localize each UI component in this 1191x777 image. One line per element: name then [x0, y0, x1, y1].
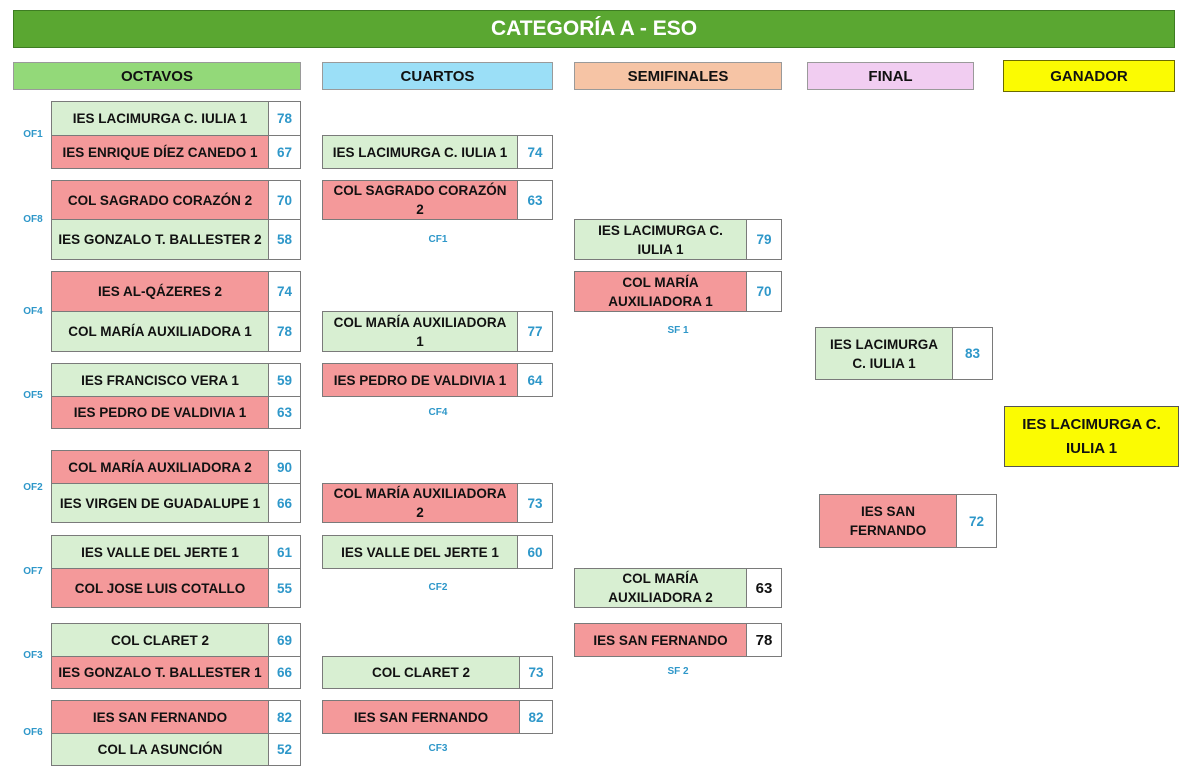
of3-team1: COL CLARET 2 — [51, 623, 269, 657]
of5-score2: 63 — [268, 396, 301, 429]
page-title: CATEGORÍA A - ESO — [13, 10, 1175, 48]
of6-score1: 82 — [268, 700, 301, 734]
cf2-team2: IES VALLE DEL JERTE 1 — [322, 535, 518, 569]
of2-score2: 66 — [268, 483, 301, 523]
sf2-label: SF 2 — [667, 666, 689, 677]
of4-label: OF4 — [23, 306, 43, 317]
final-score1: 83 — [952, 327, 993, 380]
header-semifinales: SEMIFINALES — [574, 62, 782, 90]
of6-score2: 52 — [268, 733, 301, 766]
of6-label: OF6 — [23, 727, 43, 738]
of4-score2: 78 — [268, 311, 301, 352]
of4-score1: 74 — [268, 271, 301, 312]
of4-team1: IES AL-QÁZERES 2 — [51, 271, 269, 312]
header-octavos: OCTAVOS — [13, 62, 301, 90]
of1-team2: IES ENRIQUE DÍEZ CANEDO 1 — [51, 135, 269, 169]
cf4-team1: COL MARÍA AUXILIADORA 1 — [322, 311, 518, 352]
cf1-score1: 74 — [517, 135, 553, 169]
cf1-team1: IES LACIMURGA C. IULIA 1 — [322, 135, 518, 169]
of2-label: OF2 — [23, 482, 43, 493]
of7-score1: 61 — [268, 535, 301, 569]
of8-score1: 70 — [268, 180, 301, 220]
of5-score1: 59 — [268, 363, 301, 397]
sf1-team1: IES LACIMURGA C. IULIA 1 — [574, 219, 747, 260]
final-score2: 72 — [956, 494, 997, 548]
cf3-score1: 73 — [519, 656, 553, 689]
cf3-team2: IES SAN FERNANDO — [322, 700, 520, 734]
of8-team2: IES GONZALO T. BALLESTER 2 — [51, 219, 269, 260]
sf2-score2: 78 — [746, 623, 782, 657]
of1-score1: 78 — [268, 101, 301, 136]
of5-team1: IES FRANCISCO VERA 1 — [51, 363, 269, 397]
cf1-team2: COL SAGRADO CORAZÓN 2 — [322, 180, 518, 220]
cf4-label: CF4 — [428, 407, 448, 418]
cf3-label: CF3 — [428, 743, 448, 754]
of2-score1: 90 — [268, 450, 301, 484]
sf2-score1: 63 — [746, 568, 782, 608]
of8-label: OF8 — [23, 214, 43, 225]
of8-score2: 58 — [268, 219, 301, 260]
of7-team1: IES VALLE DEL JERTE 1 — [51, 535, 269, 569]
cf4-team2: IES PEDRO DE VALDIVIA 1 — [322, 363, 518, 397]
of6-team1: IES SAN FERNANDO — [51, 700, 269, 734]
of4-team2: COL MARÍA AUXILIADORA 1 — [51, 311, 269, 352]
of2-team1: COL MARÍA AUXILIADORA 2 — [51, 450, 269, 484]
of5-label: OF5 — [23, 390, 43, 401]
final-team2: IES SAN FERNANDO — [819, 494, 957, 548]
cf3-score2: 82 — [519, 700, 553, 734]
of6-team2: COL LA ASUNCIÓN — [51, 733, 269, 766]
of3-label: OF3 — [23, 650, 43, 661]
of3-score1: 69 — [268, 623, 301, 657]
cf2-score1: 73 — [517, 483, 553, 523]
sf1-team2: COL MARÍA AUXILIADORA 1 — [574, 271, 747, 312]
cf1-score2: 63 — [517, 180, 553, 220]
sf2-team2: IES SAN FERNANDO — [574, 623, 747, 657]
cf2-label: CF2 — [428, 582, 448, 593]
sf1-score1: 79 — [746, 219, 782, 260]
of7-score2: 55 — [268, 568, 301, 608]
cf3-team1: COL CLARET 2 — [322, 656, 520, 689]
of5-team2: IES PEDRO DE VALDIVIA 1 — [51, 396, 269, 429]
of1-team1: IES LACIMURGA C. IULIA 1 — [51, 101, 269, 136]
of3-score2: 66 — [268, 656, 301, 689]
of8-team1: COL SAGRADO CORAZÓN 2 — [51, 180, 269, 220]
cf1-label: CF1 — [428, 234, 448, 245]
of3-team2: IES GONZALO T. BALLESTER 1 — [51, 656, 269, 689]
cf2-score2: 60 — [517, 535, 553, 569]
cf4-score1: 77 — [517, 311, 553, 352]
of1-label: OF1 — [23, 129, 43, 140]
of7-label: OF7 — [23, 566, 43, 577]
sf1-label: SF 1 — [667, 325, 689, 336]
champion-box: IES LACIMURGA C. IULIA 1 — [1004, 406, 1179, 467]
final-team1: IES LACIMURGA C. IULIA 1 — [815, 327, 953, 380]
cf4-score2: 64 — [517, 363, 553, 397]
header-final: FINAL — [807, 62, 974, 90]
sf1-score2: 70 — [746, 271, 782, 312]
of7-team2: COL JOSE LUIS COTALLO — [51, 568, 269, 608]
of1-score2: 67 — [268, 135, 301, 169]
of2-team2: IES VIRGEN DE GUADALUPE 1 — [51, 483, 269, 523]
cf2-team1: COL MARÍA AUXILIADORA 2 — [322, 483, 518, 523]
header-cuartos: CUARTOS — [322, 62, 553, 90]
header-ganador: GANADOR — [1003, 60, 1175, 92]
sf2-team1: COL MARÍA AUXILIADORA 2 — [574, 568, 747, 608]
